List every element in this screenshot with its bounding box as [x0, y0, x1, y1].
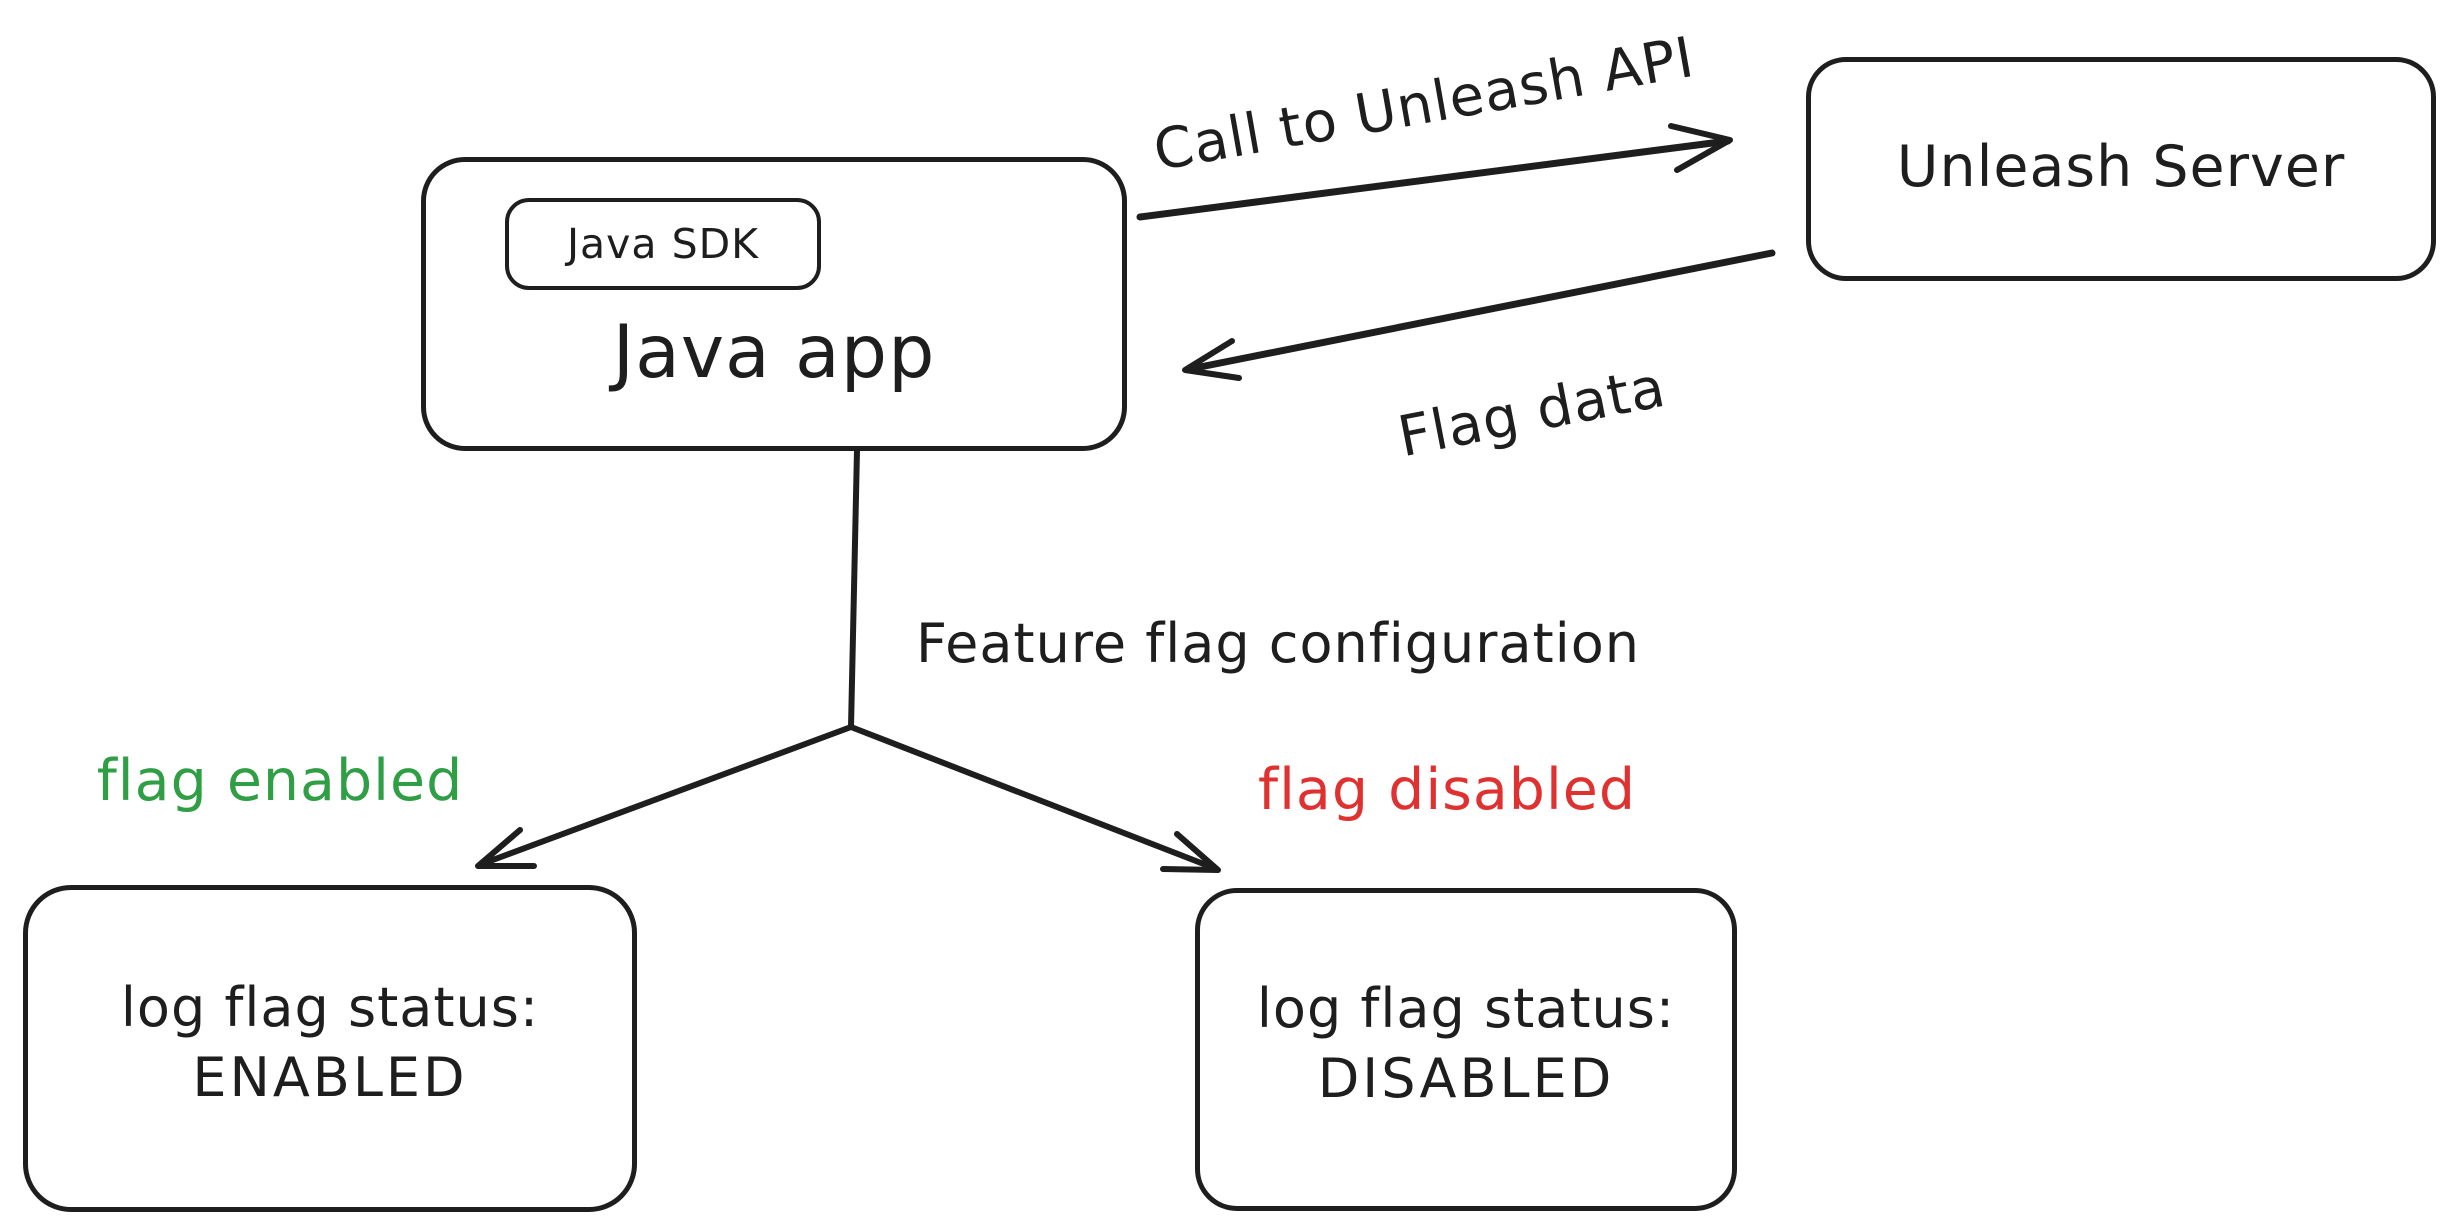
outcome-disabled-line1: log flag status:: [1256, 976, 1676, 1040]
java-sdk-node: Java SDK: [505, 198, 821, 290]
outcome-disabled-line2: DISABLED: [1317, 1046, 1615, 1110]
outcome-enabled-line1: log flag status:: [120, 975, 540, 1039]
java-app-label: Java app: [612, 310, 936, 395]
feature-config-edge-label: Feature flag configuration: [916, 612, 1640, 675]
feature-config-stem: [848, 447, 860, 730]
outcome-disabled-node: log flag status: DISABLED: [1195, 888, 1737, 1211]
disabled-branch-arrow: [848, 724, 1221, 873]
java-app-node: Java SDK Java app: [421, 157, 1127, 451]
unleash-server-node: Unleash Server: [1806, 57, 2436, 281]
call-api-arrow: [1136, 123, 1733, 221]
outcome-enabled-text: log flag status: ENABLED: [28, 973, 632, 1113]
unleash-server-label: Unleash Server: [1896, 134, 2346, 200]
outcome-disabled-text: log flag status: DISABLED: [1200, 974, 1732, 1114]
enabled-branch-arrow: [475, 724, 854, 869]
flag-disabled-branch-label: flag disabled: [1258, 757, 1637, 823]
flag-data-arrow: [1182, 249, 1776, 381]
outcome-enabled-node: log flag status: ENABLED: [23, 885, 637, 1212]
java-sdk-label: Java SDK: [566, 220, 760, 268]
outcome-enabled-line2: ENABLED: [192, 1045, 468, 1109]
flag-enabled-branch-label: flag enabled: [96, 748, 464, 814]
